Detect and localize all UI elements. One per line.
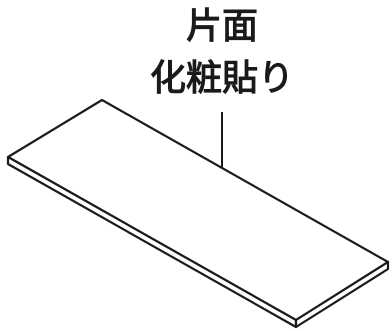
label-line-2: 化粧貼り (150, 58, 294, 99)
board-top-face (6, 98, 390, 322)
board-side-edge (294, 260, 390, 329)
label-line-1: 片面 (186, 6, 258, 47)
board-panel (6, 98, 390, 329)
